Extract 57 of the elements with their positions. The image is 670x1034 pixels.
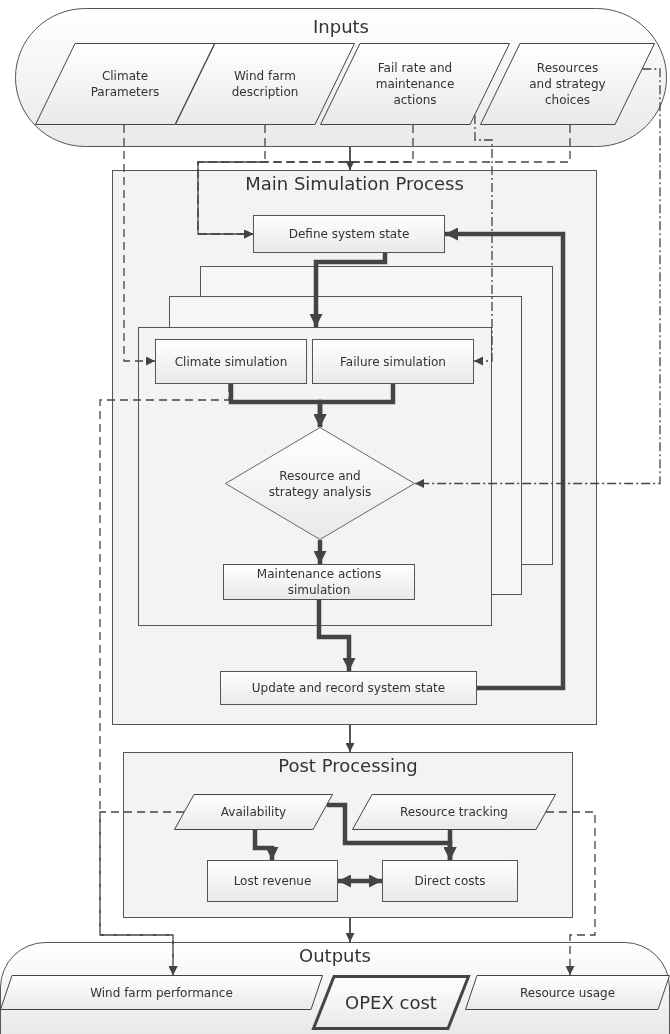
process-box (155, 339, 307, 384)
node-label: Failure simulation (339, 353, 447, 371)
arrow (309, 253, 388, 327)
data-parallelogram (480, 43, 655, 125)
arrow (316, 600, 356, 671)
section-title: Outputs (298, 945, 372, 967)
data-parallelogram (35, 43, 215, 125)
process-box (207, 860, 338, 902)
node-label: Wind farm description (230, 68, 300, 101)
node-label: Lost revenue (232, 873, 313, 890)
arrow (123, 124, 156, 366)
data-parallelogram (0, 975, 323, 1010)
process-box (382, 860, 518, 902)
node-label: Fail rate and maintenance actions (374, 60, 456, 109)
data-parallelogram (465, 975, 670, 1010)
node-label: Wind farm performance (89, 984, 234, 1002)
node-label: OPEX cost (344, 990, 438, 1015)
data-parallelogram (352, 794, 556, 830)
arrow (473, 114, 493, 366)
data-parallelogram (320, 43, 510, 125)
arrow (99, 811, 185, 976)
arrow (197, 124, 571, 239)
node-label: Resource tracking (399, 804, 509, 821)
rounded-band (0, 942, 670, 1034)
empty-panel (138, 327, 492, 626)
arrow (545, 811, 596, 976)
process-box (253, 215, 445, 253)
arrow (345, 724, 355, 753)
decision-diamond (225, 427, 415, 540)
node-label: Climate Parameters (89, 68, 161, 101)
arrow (252, 830, 279, 860)
node-label: Update and record system state (250, 680, 447, 697)
node-label: Resource and strategy analysis (267, 467, 373, 501)
arrow (313, 384, 396, 427)
process-box (223, 564, 415, 600)
node-label: Resource usage (518, 984, 617, 1002)
node-label: Direct costs (413, 873, 487, 890)
arrow (313, 540, 327, 564)
node-label: Define system state (287, 226, 411, 243)
arrow (338, 874, 382, 888)
group-panel (123, 752, 573, 918)
node-label: Maintenance actions simulation (255, 566, 383, 599)
node-label: Climate simulation (173, 353, 289, 371)
node-label: Availability (219, 804, 288, 821)
arrow (414, 68, 661, 488)
arrow (443, 830, 457, 860)
node-label: Resources and strategy choices (528, 60, 607, 109)
group-panel (112, 170, 597, 725)
arrow (345, 146, 355, 171)
arrow (345, 917, 355, 943)
process-box (312, 339, 474, 384)
section-title: Inputs (312, 16, 370, 38)
arrow (445, 227, 566, 691)
section-title: Post Processing (277, 755, 419, 777)
process-box (220, 671, 477, 705)
section-title: Main Simulation Process (244, 173, 465, 195)
data-parallelogram (175, 43, 355, 125)
